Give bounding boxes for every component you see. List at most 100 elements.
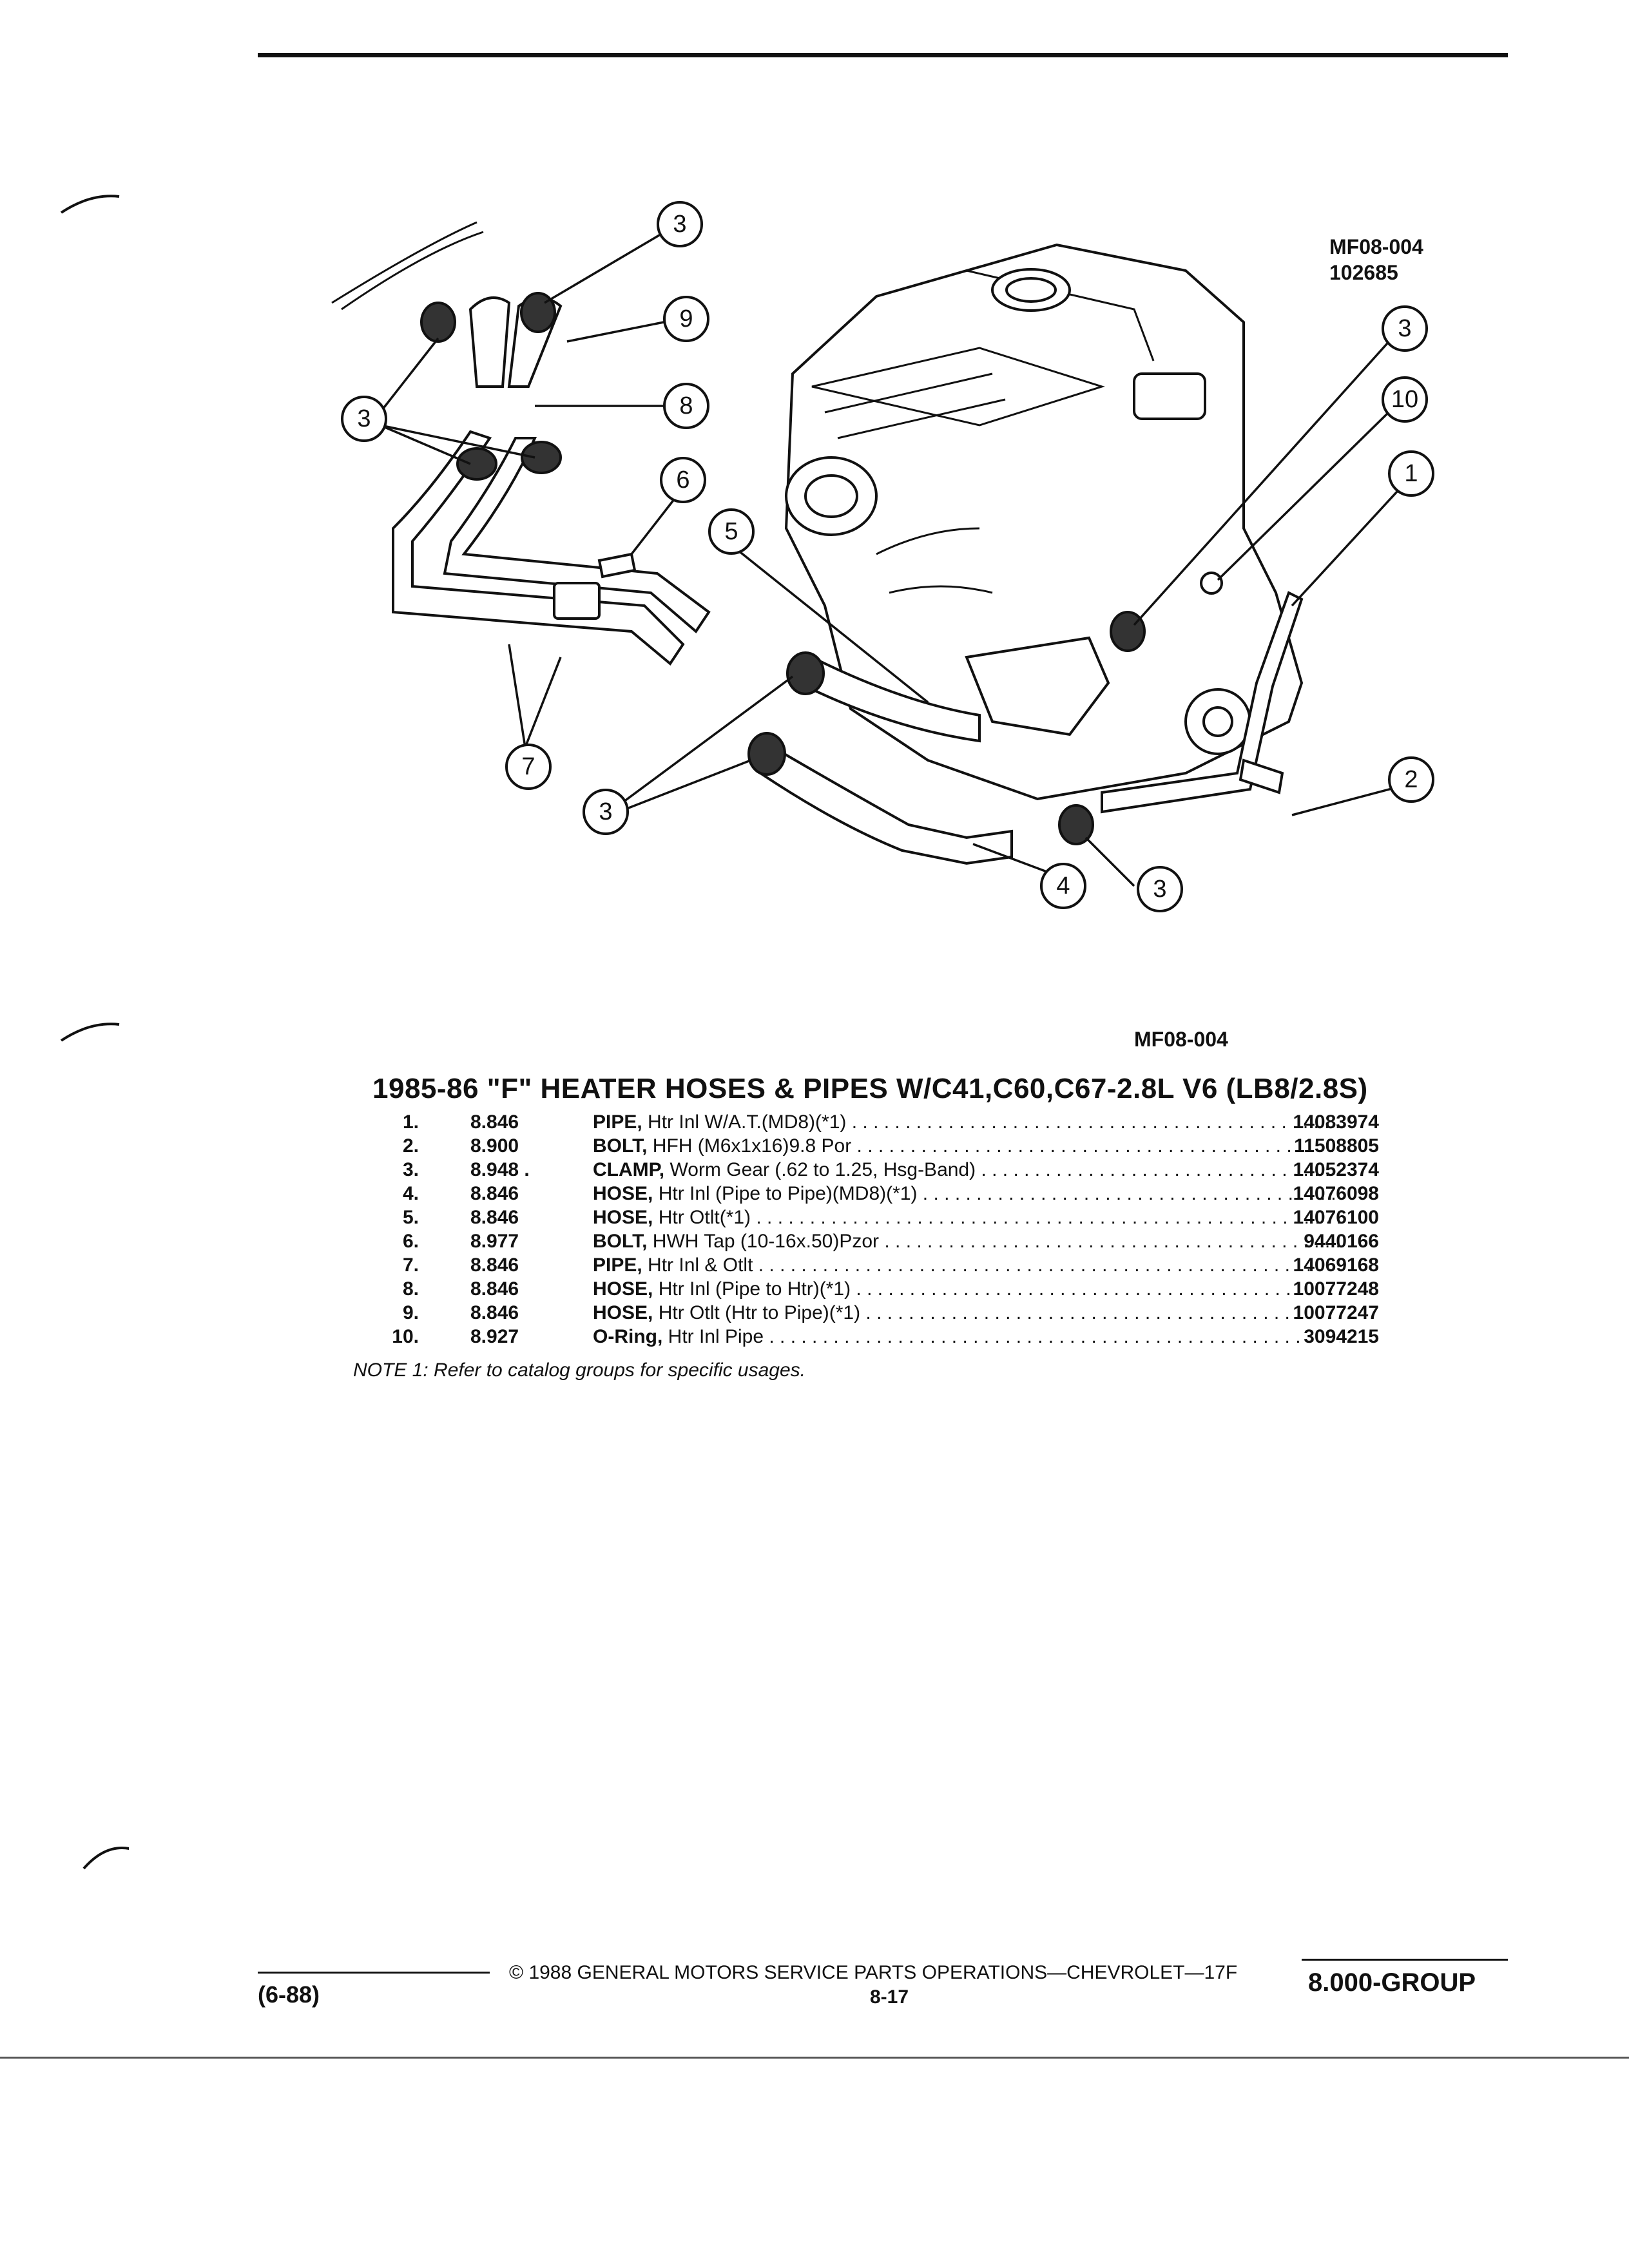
svg-text:9: 9 [679, 305, 693, 332]
revision-date: (6-88) [258, 1981, 320, 2008]
part-detail: Htr Otlt (Htr to Pipe)(*1) [658, 1302, 861, 1323]
catalog-code: 8.846 [470, 1254, 519, 1276]
part-description: HOSE, Htr Inl (Pipe to Htr)(*1) [593, 1278, 1340, 1300]
part-name: CLAMP, [593, 1159, 665, 1180]
catalog-code: 8.977 [470, 1231, 519, 1252]
catalog-code: 8.948 . [470, 1159, 530, 1180]
svg-text:3: 3 [1398, 315, 1411, 342]
figure-code-top: MF08-004 [1329, 235, 1423, 258]
gm-part-number: 14052374 [1293, 1159, 1379, 1180]
figure-date-code: 102685 [1329, 261, 1398, 284]
part-detail: HFH (M6x1x16)9.8 Por [652, 1135, 852, 1157]
part-description: BOLT, HFH (M6x1x16)9.8 Por [593, 1135, 1340, 1157]
callout-2: 2 [1388, 756, 1434, 803]
callout-3-bottom-left: 3 [583, 789, 629, 835]
gm-part-number: 9440166 [1304, 1231, 1379, 1252]
catalog-code: 8.846 [470, 1207, 519, 1228]
part-number-ref: 3. [402, 1159, 419, 1180]
part-description: BOLT, HWH Tap (10-16x.50)Pzor [593, 1231, 1340, 1253]
svg-text:5: 5 [724, 518, 738, 545]
copyright-line: © 1988 GENERAL MOTORS SERVICE PARTS OPER… [509, 1962, 1238, 1983]
gm-part-number: 3094215 [1304, 1326, 1379, 1347]
bolt-2 [1239, 758, 1284, 794]
catalog-code: 8.846 [470, 1111, 519, 1133]
margin-marks [60, 195, 129, 1870]
engine-illustration [784, 243, 1304, 801]
o-ring-10 [1200, 572, 1223, 595]
svg-text:8: 8 [679, 392, 693, 419]
callout-6: 6 [660, 457, 706, 503]
part-number-ref: 10. [392, 1326, 419, 1347]
part-number-ref: 8. [402, 1278, 419, 1300]
gm-part-number: 14083974 [1293, 1111, 1379, 1133]
part-name: O-Ring, [593, 1326, 663, 1347]
part-description: PIPE, Htr Inl & Otlt [593, 1254, 1340, 1276]
catalog-code: 8.846 [470, 1183, 519, 1204]
svg-text:2: 2 [1404, 766, 1418, 793]
catalog-code: 8.927 [470, 1326, 519, 1347]
part-description: CLAMP, Worm Gear (.62 to 1.25, Hsg-Band) [593, 1159, 1340, 1181]
svg-text:3: 3 [599, 798, 612, 825]
callout-3-left: 3 [341, 396, 387, 442]
svg-text:6: 6 [676, 466, 689, 494]
callout-3-right: 3 [1382, 305, 1428, 352]
part-description: O-Ring, Htr Inl Pipe [593, 1326, 1340, 1348]
svg-text:1: 1 [1404, 460, 1418, 487]
part-name: BOLT, [593, 1135, 648, 1157]
svg-text:3: 3 [673, 211, 686, 238]
part-description: HOSE, Htr Otlt (Htr to Pipe)(*1) [593, 1302, 1340, 1324]
part-number-ref: 6. [402, 1231, 419, 1252]
parts-row: 4. 8.846 HOSE, Htr Inl (Pipe to Pipe)(MD8)… [361, 1183, 1379, 1207]
part-detail: HWH Tap (10-16x.50)Pzor [652, 1231, 880, 1252]
part-description: PIPE, Htr Inl W/A.T.(MD8)(*1) [593, 1111, 1340, 1133]
part-name: PIPE, [593, 1254, 642, 1276]
callout-5: 5 [708, 508, 755, 555]
callout-1: 1 [1388, 450, 1434, 497]
part-number-ref: 1. [402, 1111, 419, 1133]
svg-text:3: 3 [1153, 876, 1166, 903]
svg-text:7: 7 [521, 753, 535, 780]
part-number-ref: 7. [402, 1254, 419, 1276]
callout-8: 8 [663, 383, 709, 429]
part-name: HOSE, [593, 1278, 653, 1300]
part-name: HOSE, [593, 1207, 653, 1228]
part-name: BOLT, [593, 1231, 648, 1252]
part-number-ref: 5. [402, 1207, 419, 1228]
group-code: 8.000-GROUP [1308, 1968, 1476, 1997]
parts-note: NOTE 1: Refer to catalog groups for spec… [353, 1360, 805, 1381]
page-number: 8-17 [870, 1986, 909, 2008]
worm-gear-clamps [420, 292, 1146, 845]
part-description: HOSE, Htr Inl (Pipe to Pipe)(MD8)(*1) [593, 1183, 1340, 1205]
part-detail: Htr Inl (Pipe to Htr)(*1) [658, 1278, 851, 1300]
callout-7: 7 [505, 744, 552, 790]
part-detail: Htr Otlt(*1) [658, 1207, 751, 1228]
part-number-ref: 4. [402, 1183, 419, 1204]
header-rule [258, 53, 1508, 57]
part-detail: Worm Gear (.62 to 1.25, Hsg-Band) [670, 1159, 976, 1180]
part-number-ref: 2. [402, 1135, 419, 1157]
gm-part-number: 14069168 [1293, 1254, 1379, 1276]
page-bottom-rule [0, 2057, 1629, 2059]
gm-part-number: 10077247 [1293, 1302, 1379, 1323]
part-detail: Htr Inl W/A.T.(MD8)(*1) [648, 1111, 847, 1133]
svg-text:4: 4 [1056, 872, 1070, 899]
part-detail: Htr Inl & Otlt [648, 1254, 753, 1276]
parts-row: 1. 8.846 PIPE, Htr Inl W/A.T.(MD8)(*1)1408… [361, 1111, 1379, 1135]
part-detail: Htr Inl (Pipe to Pipe)(MD8)(*1) [658, 1183, 918, 1204]
callout-9: 9 [663, 296, 709, 342]
part-number-ref: 9. [402, 1302, 419, 1323]
svg-text:10: 10 [1391, 386, 1418, 413]
callout-4: 4 [1040, 863, 1086, 909]
parts-list-title: 1985-86 "F" HEATER HOSES & PIPES W/C41,C… [372, 1073, 1368, 1104]
callout-10: 10 [1382, 376, 1428, 423]
gm-part-number: 14076100 [1293, 1207, 1379, 1228]
parts-row: 5. 8.846 HOSE, Htr Otlt(*1) 14076100 [361, 1207, 1379, 1231]
catalog-code: 8.846 [470, 1278, 519, 1300]
parts-row: 3. 8.948 . CLAMP, Worm Gear (.62 to 1.25, … [361, 1159, 1379, 1183]
footer-rule-left [258, 1972, 490, 1974]
